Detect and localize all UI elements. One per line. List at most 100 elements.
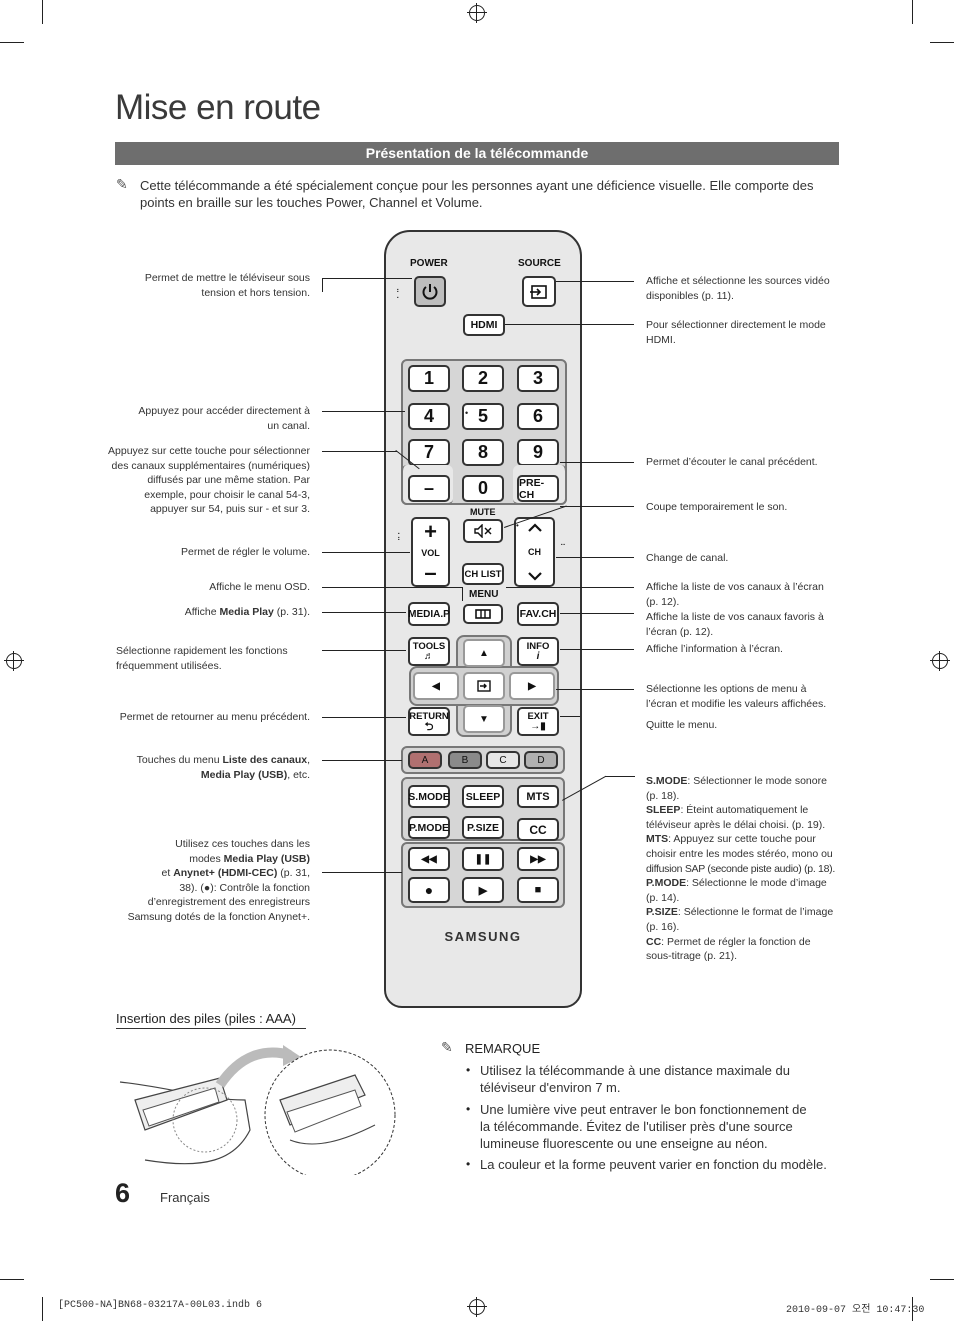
record-button[interactable]: ●: [408, 877, 450, 903]
digit-9-button[interactable]: 9: [517, 439, 559, 466]
return-button[interactable]: RETURN ⮌: [408, 707, 450, 736]
plus-icon: +: [424, 519, 437, 544]
enter-button[interactable]: [463, 672, 505, 700]
exit-button[interactable]: EXIT →▮: [517, 707, 559, 736]
color-b-button[interactable]: B: [448, 751, 482, 769]
info-button[interactable]: INFO i: [517, 637, 559, 666]
pmode-button[interactable]: P.MODE: [408, 816, 450, 839]
stop-button[interactable]: ■: [517, 877, 559, 903]
bullet: •: [466, 1063, 471, 1077]
digit-0-button[interactable]: 0: [462, 475, 504, 502]
rewind-button[interactable]: ◀◀: [408, 847, 450, 871]
tools-caption: TOOLS: [412, 641, 446, 652]
down-arrow-button[interactable]: ▼: [463, 705, 505, 733]
power-button[interactable]: [414, 276, 446, 307]
leader-line: [560, 613, 634, 614]
mute-button[interactable]: [463, 519, 503, 543]
leader-line: [556, 557, 634, 558]
left-arrow-button[interactable]: ◀: [413, 672, 459, 700]
label-menu: Affiche le menu OSD.: [209, 581, 310, 593]
crop-mark: [42, 0, 43, 24]
label-info: Affiche l’information à l’écran.: [646, 643, 783, 655]
registration-mark-icon: [467, 3, 487, 23]
label-prech: Permet d’écouter le canal précédent.: [646, 456, 818, 468]
mts-button[interactable]: MTS: [517, 785, 559, 808]
volume-rocker[interactable]: + VOL –: [411, 517, 450, 587]
info-icon: i: [536, 651, 540, 662]
mediap-button[interactable]: MEDIA.P: [408, 602, 450, 626]
return-icon: ⮌: [424, 721, 434, 733]
registration-mark-icon: [467, 1297, 487, 1317]
stop-icon: ■: [534, 884, 542, 896]
prech-button[interactable]: PRE-CH: [517, 475, 559, 502]
leader-line: [560, 462, 634, 463]
favch-button[interactable]: FAV.CH: [517, 602, 559, 626]
leader-line: [322, 278, 323, 292]
play-icon: ▶: [478, 884, 488, 897]
leader-line: [322, 717, 406, 718]
registration-mark-icon: [930, 651, 950, 671]
menu-caption: MENU: [469, 589, 499, 600]
dash-button[interactable]: –: [408, 475, 450, 502]
digit-3-button[interactable]: 3: [517, 365, 559, 392]
hdmi-button[interactable]: HDMI: [463, 314, 505, 336]
chevron-up-icon: [527, 523, 542, 532]
mute-icon: [474, 524, 492, 538]
digit-1-button[interactable]: 1: [408, 365, 450, 392]
leader-line: [322, 552, 410, 553]
cc-button[interactable]: CC: [517, 818, 559, 841]
leader-line: [322, 451, 397, 452]
smode-button[interactable]: S.MODE: [408, 785, 450, 808]
digit-4-button[interactable]: 4: [408, 403, 450, 430]
right-arrow-button[interactable]: ▶: [509, 672, 555, 700]
chlist-button[interactable]: CH LIST: [462, 563, 504, 585]
pencil-note-icon: ✎: [441, 1039, 453, 1055]
digit-8-button[interactable]: 8: [462, 439, 504, 466]
leader-line: [322, 612, 406, 613]
page-number: 6: [115, 1178, 131, 1208]
menu-button[interactable]: [463, 604, 503, 624]
leader-line: [322, 760, 402, 761]
source-button[interactable]: [522, 276, 556, 307]
color-c-button[interactable]: C: [486, 751, 520, 769]
label-source: Affiche et sélectionne les sources vidéo…: [646, 275, 830, 302]
tools-button[interactable]: TOOLS ♬: [408, 637, 450, 666]
mute-caption: MUTE: [470, 507, 496, 517]
color-a-button[interactable]: A: [408, 751, 442, 769]
note-item: La couleur et la forme peuvent varier en…: [480, 1157, 827, 1172]
play-button[interactable]: ▶: [462, 877, 504, 903]
fast-forward-icon: ▶▶: [530, 853, 546, 865]
label-playback: Utilisez ces touches dans les modes Medi…: [127, 838, 310, 923]
sleep-button[interactable]: SLEEP: [462, 785, 504, 808]
remote-control: POWER SOURCE ⠃⠂ HDMI 1 2 3 4 5 • 6 7 8 9…: [384, 230, 582, 1008]
channel-rocker[interactable]: CH: [514, 517, 555, 587]
triangle-down-icon: ▼: [479, 713, 489, 725]
color-d-button[interactable]: D: [524, 751, 558, 769]
up-arrow-button[interactable]: ▲: [463, 639, 505, 667]
pause-button[interactable]: ❚❚: [462, 847, 504, 871]
crop-mark: [930, 42, 954, 43]
triangle-up-icon: ▲: [479, 647, 489, 659]
digit-5-button[interactable]: 5: [462, 403, 504, 430]
psize-button[interactable]: P.SIZE: [462, 816, 504, 839]
digit-6-button[interactable]: 6: [517, 403, 559, 430]
braille-dots-icon: ⠒: [560, 541, 566, 550]
digit-2-button[interactable]: 2: [462, 365, 504, 392]
power-icon: [422, 283, 438, 300]
label-exit: Quitte le menu.: [646, 719, 718, 731]
enter-icon: [477, 680, 491, 692]
label-ch: Change de canal.: [646, 552, 729, 564]
section-header: Présentation de la télécommande: [115, 142, 839, 165]
exit-caption: EXIT: [527, 711, 549, 722]
info-caption: INFO: [526, 641, 550, 652]
digit-7-button[interactable]: 7: [408, 439, 450, 466]
rewind-icon: ◀◀: [421, 853, 437, 865]
crop-mark: [912, 0, 913, 24]
source-icon: [530, 284, 547, 299]
leader-line: [556, 281, 634, 282]
label-abcd: Touches du menu Liste des canaux, Media …: [136, 754, 310, 781]
fast-forward-button[interactable]: ▶▶: [517, 847, 559, 871]
